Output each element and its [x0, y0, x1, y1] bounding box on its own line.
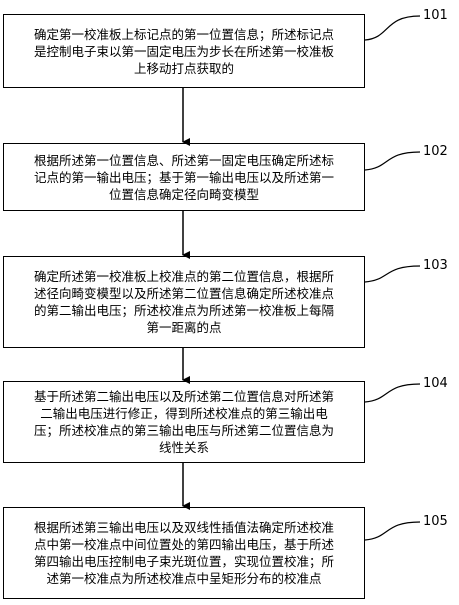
- step-number-102: 102: [423, 144, 448, 159]
- step-box-104: 基于所述第二输出电压以及所述第二位置信息对所述第 二输出电压进行修正，得到所述校…: [3, 381, 365, 463]
- step-text-104: 基于所述第二输出电压以及所述第二位置信息对所述第 二输出电压进行修正，得到所述校…: [33, 389, 334, 455]
- leader-102: [364, 151, 421, 171]
- step-number-103: 103: [423, 258, 448, 273]
- step-text-103: 确定所述第一校准板上校准点的第二位置信息，根据所 述径向畸变模型以及所述第二位置…: [33, 269, 334, 335]
- leader-105: [364, 521, 421, 541]
- step-text-102: 根据所述第一位置信息、所述第一固定电压确定所述标 记点的第一输出电压；基于第一输…: [33, 152, 334, 202]
- step-number-101: 101: [423, 8, 448, 23]
- step-box-101: 确定第一校准板上标记点的第一位置信息；所述标记点 是控制电子束以第一固定电压为步…: [3, 14, 365, 88]
- step-number-105: 105: [423, 514, 448, 529]
- step-text-101: 确定第一校准板上标记点的第一位置信息；所述标记点 是控制电子束以第一固定电压为步…: [33, 26, 334, 76]
- leader-104: [364, 383, 421, 403]
- step-text-105: 根据所述第三输出电压以及双线性插值法确定所述校准 点中第一校准点中间位置处的第四…: [33, 520, 334, 586]
- step-number-104: 104: [423, 376, 448, 391]
- step-box-105: 根据所述第三输出电压以及双线性插值法确定所述校准 点中第一校准点中间位置处的第四…: [3, 507, 365, 599]
- leader-101: [364, 15, 421, 41]
- leader-103: [364, 265, 421, 283]
